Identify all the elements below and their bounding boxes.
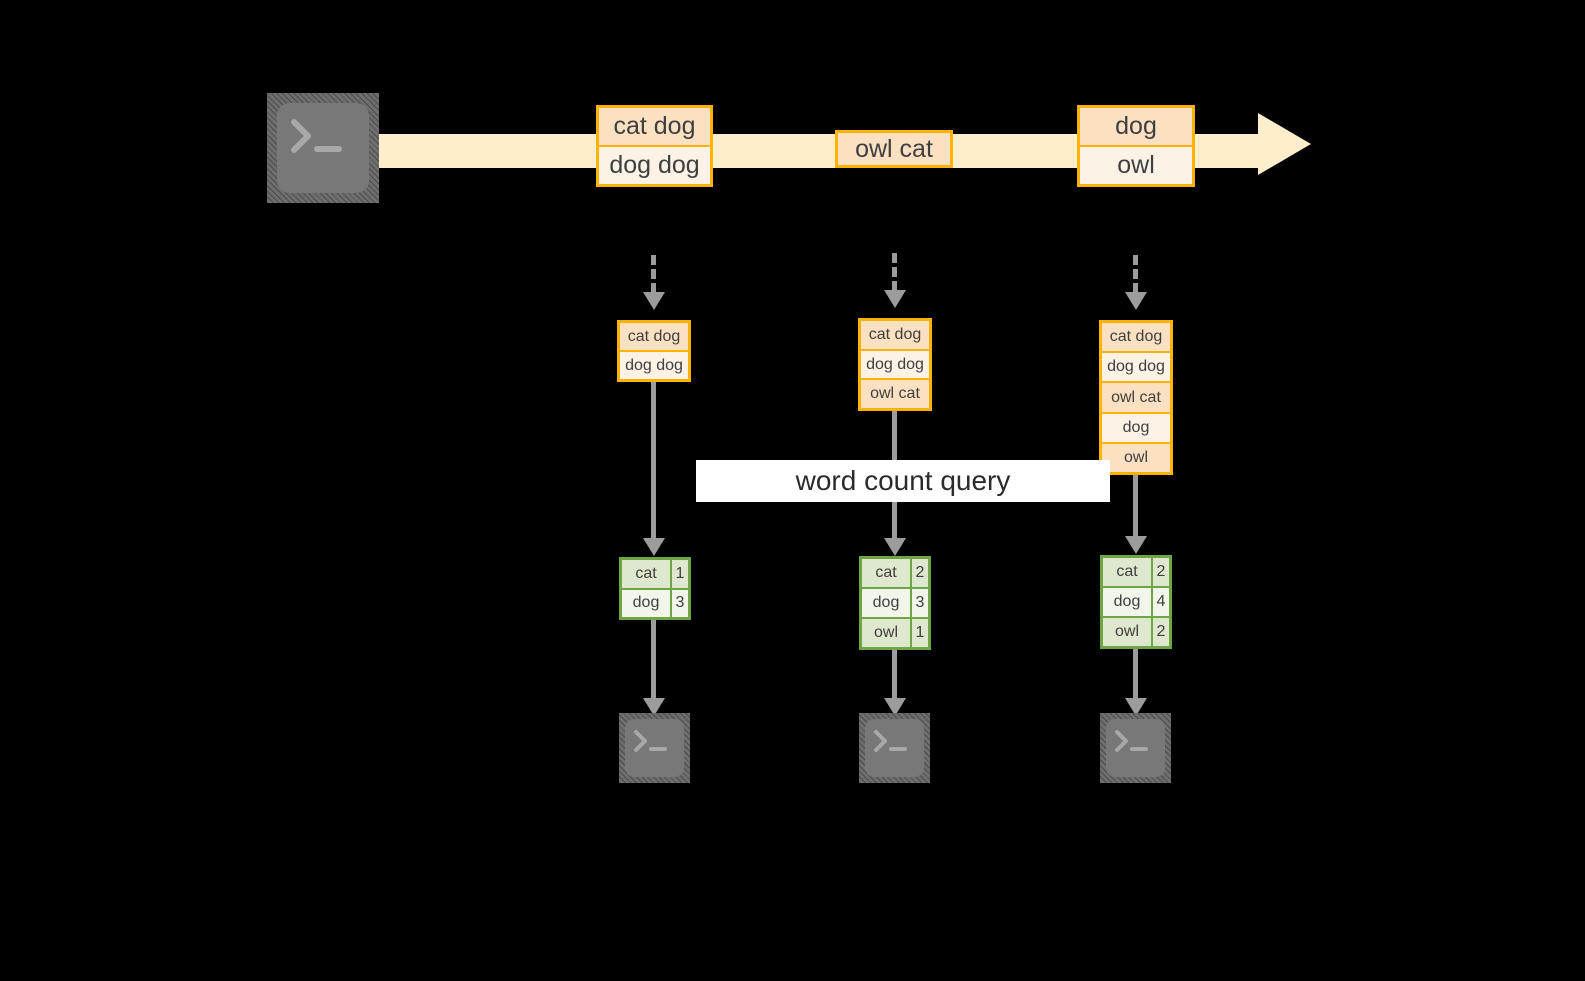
terminal-prompt-glyph xyxy=(291,119,342,153)
result-count: 3 xyxy=(912,589,928,617)
stream-record: dog dog xyxy=(599,147,710,184)
stream-group-3[interactable]: dog owl xyxy=(1077,105,1195,187)
snapshot-record: owl cat xyxy=(861,380,929,409)
result-table-3[interactable]: cat 2 dog 4 owl 2 xyxy=(1100,555,1172,649)
stream-record: owl xyxy=(1080,147,1192,184)
terminal-prompt-glyph xyxy=(874,730,907,752)
table-row: cat 2 xyxy=(1103,558,1169,588)
snapshot-record: dog dog xyxy=(1102,353,1170,384)
producer-terminal-icon[interactable] xyxy=(267,93,379,203)
result-word: dog xyxy=(1103,588,1153,616)
consumer-1-arrowhead xyxy=(643,698,665,716)
consumer-1-connector xyxy=(651,620,656,700)
snapshot-3-dashed-connector xyxy=(1133,255,1138,293)
snapshot-record: cat dog xyxy=(620,323,688,352)
table-row: cat 1 xyxy=(622,560,688,590)
result-word: owl xyxy=(862,619,912,647)
snapshot-1-records[interactable]: cat dog dog dog xyxy=(617,320,691,382)
snapshot-1-dashed-connector xyxy=(651,255,656,293)
snapshot-2-arrowhead xyxy=(884,290,906,308)
snapshot-record: owl cat xyxy=(1102,383,1170,414)
stream-record: owl cat xyxy=(838,133,950,165)
table-row: cat 2 xyxy=(862,559,928,589)
query-2-arrowhead xyxy=(884,538,906,556)
query-1-arrowhead xyxy=(643,538,665,556)
consumer-3-arrowhead xyxy=(1125,698,1147,716)
consumer-3-terminal-icon[interactable] xyxy=(1100,713,1171,783)
result-word: dog xyxy=(622,589,672,617)
snapshot-record: cat dog xyxy=(861,321,929,351)
snapshot-record: dog dog xyxy=(620,352,688,379)
table-row: dog 3 xyxy=(622,589,688,617)
terminal-prompt-glyph xyxy=(634,730,667,752)
snapshot-record: dog dog xyxy=(861,350,929,381)
stream-record: cat dog xyxy=(599,108,710,147)
result-table-2[interactable]: cat 2 dog 3 owl 1 xyxy=(859,556,931,650)
result-word: dog xyxy=(862,589,912,617)
table-row: owl 1 xyxy=(862,619,928,647)
snapshot-2-dashed-connector xyxy=(892,253,897,291)
result-count: 2 xyxy=(1153,558,1169,586)
result-count: 2 xyxy=(1153,618,1169,646)
result-table-1[interactable]: cat 1 dog 3 xyxy=(619,557,691,620)
snapshot-1-arrowhead xyxy=(643,292,665,310)
snapshot-record: cat dog xyxy=(1102,323,1170,354)
terminal-prompt-glyph xyxy=(1115,730,1148,752)
snapshot-2-records[interactable]: cat dog dog dog owl cat xyxy=(858,318,932,411)
result-count: 1 xyxy=(912,619,928,647)
result-count: 3 xyxy=(672,589,688,617)
stream-arrowhead xyxy=(1258,113,1311,175)
query-3-arrowhead xyxy=(1125,536,1147,554)
result-count: 1 xyxy=(672,560,688,588)
stream-group-1[interactable]: cat dog dog dog xyxy=(596,105,713,187)
consumer-2-terminal-icon[interactable] xyxy=(859,713,930,783)
table-row: dog 3 xyxy=(862,589,928,619)
consumer-3-connector xyxy=(1133,649,1138,700)
snapshot-3-records[interactable]: cat dog dog dog owl cat dog owl xyxy=(1099,320,1173,475)
stream-record: dog xyxy=(1080,108,1192,147)
result-word: cat xyxy=(622,560,672,588)
result-word: cat xyxy=(1103,558,1153,586)
result-word: cat xyxy=(862,559,912,587)
table-row: dog 4 xyxy=(1103,588,1169,618)
result-count: 2 xyxy=(912,559,928,587)
query-label: word count query xyxy=(696,460,1110,502)
stream-group-2[interactable]: owl cat xyxy=(835,130,953,168)
result-word: owl xyxy=(1103,618,1153,646)
snapshot-record: dog xyxy=(1102,413,1170,444)
consumer-1-terminal-icon[interactable] xyxy=(619,713,690,783)
result-count: 4 xyxy=(1153,588,1169,616)
query-3-connector xyxy=(1133,475,1138,536)
query-1-connector xyxy=(651,382,656,538)
consumer-2-arrowhead xyxy=(884,698,906,716)
table-row: owl 2 xyxy=(1103,618,1169,646)
consumer-2-connector xyxy=(892,650,897,700)
snapshot-3-arrowhead xyxy=(1125,292,1147,310)
snapshot-record: owl xyxy=(1102,443,1170,473)
